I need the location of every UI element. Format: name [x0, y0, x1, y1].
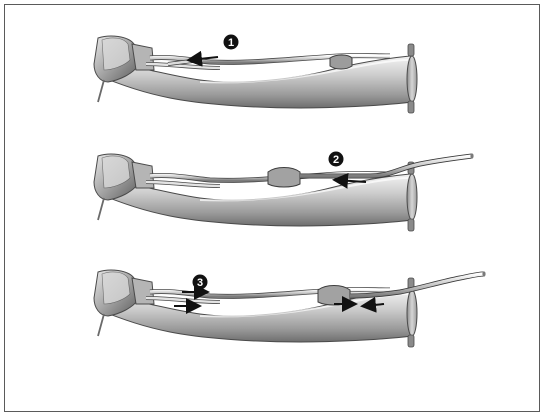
step-number-2: 2 — [333, 154, 339, 166]
step-badge-1: 1 — [224, 35, 239, 50]
handpiece-step-3: 3 — [94, 270, 486, 347]
step-badge-3: 3 — [193, 275, 208, 290]
direction-arrow-2 — [336, 180, 366, 182]
handpiece-step-1: 1 — [94, 35, 417, 114]
step-number-1: 1 — [228, 37, 234, 49]
step-badge-2: 2 — [329, 152, 344, 167]
step-number-3: 3 — [197, 277, 203, 289]
handpiece-step-2: 2 — [94, 152, 474, 232]
